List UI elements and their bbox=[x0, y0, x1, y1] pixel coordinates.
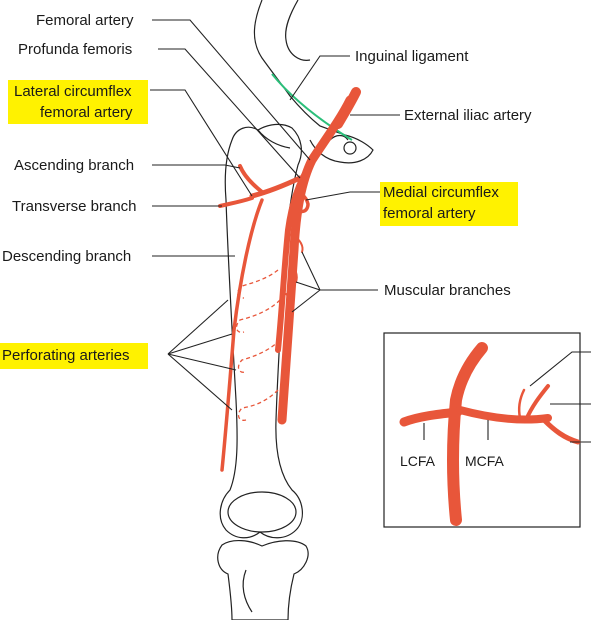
muscular-branch-2 bbox=[289, 263, 298, 283]
femoral-artery-trunk bbox=[277, 95, 355, 425]
label-ascending-branch: Ascending branch bbox=[14, 157, 134, 174]
patella bbox=[227, 491, 297, 533]
external-iliac-artery bbox=[333, 87, 361, 129]
muscular-branch-1 bbox=[293, 235, 304, 253]
label-medial-circumflex-1: Medial circumflex bbox=[383, 184, 499, 201]
inset-small-branch bbox=[517, 388, 526, 420]
perforating-artery-1 bbox=[237, 269, 279, 299]
inset-lcfa-label: LCFA bbox=[400, 453, 436, 469]
highlight-lateral-circumflex bbox=[8, 80, 148, 124]
label-external-iliac-artery: External iliac artery bbox=[404, 107, 532, 124]
pelvis-upper-curve bbox=[285, 0, 311, 61]
perforating-artery-2 bbox=[235, 299, 281, 333]
inset-mcfa-up-branch bbox=[524, 384, 550, 422]
label-femoral-artery: Femoral artery bbox=[36, 12, 134, 29]
muscular-branch-3 bbox=[285, 293, 294, 313]
ascending-branch-artery bbox=[238, 164, 264, 194]
inset: LCFA MCFA bbox=[383, 332, 591, 528]
label-transverse-branch: Transverse branch bbox=[12, 198, 137, 215]
profunda-femoris-artery bbox=[275, 162, 313, 353]
inset-lcfa-branch bbox=[399, 407, 463, 427]
inset-main-artery bbox=[447, 342, 488, 526]
pubic-ring-1 bbox=[343, 141, 357, 155]
label-lateral-circumflex-2: femoral artery bbox=[40, 104, 133, 121]
highlight-medial-circumflex bbox=[380, 182, 518, 226]
label-lateral-circumflex-1: Lateral circumflex bbox=[14, 83, 132, 100]
descending-branch-artery bbox=[220, 198, 264, 472]
label-medial-circumflex-2: femoral artery bbox=[383, 205, 476, 222]
bones bbox=[217, 0, 374, 620]
labels: Femoral artery Profunda femoris Lateral … bbox=[2, 12, 532, 364]
lateral-circumflex-artery bbox=[249, 175, 303, 199]
label-descending-branch: Descending branch bbox=[2, 248, 131, 265]
tibia-outline bbox=[217, 540, 309, 620]
leader-lines bbox=[150, 19, 400, 411]
arteries bbox=[218, 87, 361, 472]
highlights bbox=[0, 80, 518, 369]
fibula-head bbox=[242, 569, 253, 613]
inset-frame bbox=[383, 332, 581, 528]
perforating-artery-3 bbox=[237, 339, 281, 373]
label-muscular-branches: Muscular branches bbox=[384, 282, 511, 299]
inset-mcfa-branch bbox=[456, 406, 552, 424]
label-profunda-femoris: Profunda femoris bbox=[18, 41, 132, 58]
label-inguinal-ligament: Inguinal ligament bbox=[355, 48, 469, 65]
label-perforating-arteries: Perforating arteries bbox=[2, 347, 130, 364]
highlight-perforating-arteries bbox=[0, 343, 148, 369]
inset-mcfa-low-branch bbox=[541, 417, 581, 445]
inset-mcfa-label: MCFA bbox=[465, 453, 505, 469]
inguinal-ligament-line bbox=[271, 73, 353, 141]
femur-outline bbox=[219, 123, 303, 539]
transverse-branch-artery bbox=[218, 196, 254, 208]
medial-circumflex-artery bbox=[293, 180, 310, 214]
femur-neck bbox=[257, 129, 291, 149]
